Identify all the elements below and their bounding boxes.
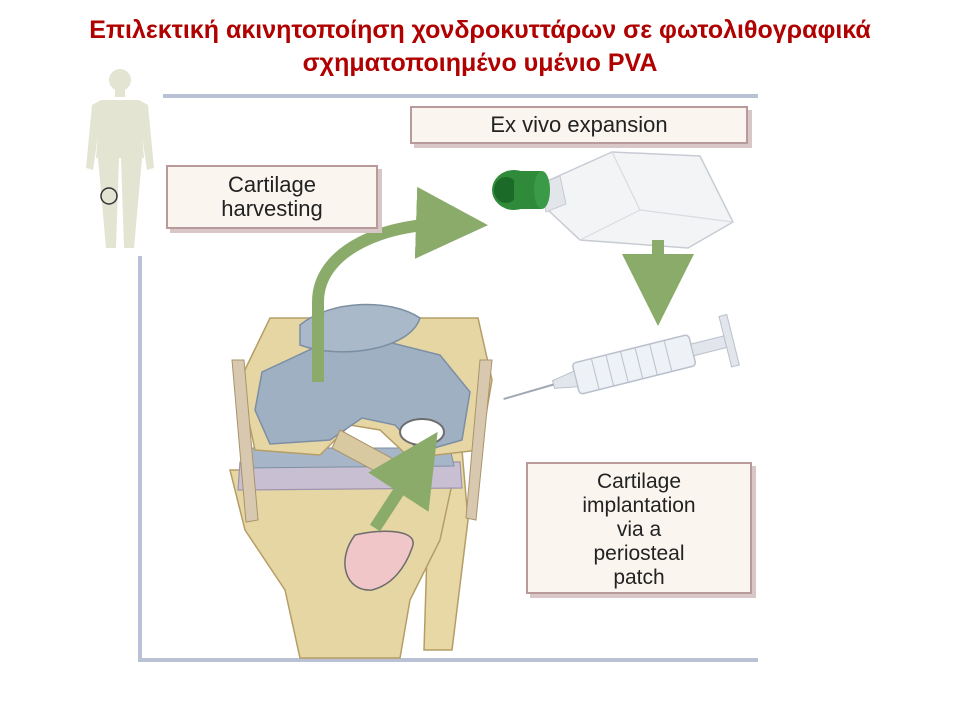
- human-body-icon: [80, 60, 162, 256]
- cartilage-implantation-label: Cartilage implantation via a periosteal …: [526, 462, 752, 594]
- implant-label-line-1: Cartilage: [596, 470, 682, 493]
- syringe-icon: [503, 313, 740, 400]
- implant-label-line-5: patch: [613, 566, 665, 589]
- knee-joint-icon: [229, 303, 493, 659]
- periosteal-patch-icon: [344, 530, 414, 591]
- title-line-1: Επιλεκτική ακινητοποίηση χονδροκυττάρων …: [89, 16, 871, 44]
- culture-flask-icon: [492, 151, 734, 249]
- harvest-label-line-2: harvesting: [221, 196, 323, 221]
- ex-vivo-expansion-label: Ex vivo expansion: [410, 106, 748, 144]
- harvest-label-line-1: Cartilage: [227, 172, 317, 197]
- implant-label-line-2: implantation: [582, 494, 696, 517]
- cartilage-defect: [399, 418, 445, 446]
- implant-label-line-4: periosteal: [593, 542, 685, 565]
- diagram-frame: [138, 94, 758, 662]
- title-line-2: σχηματοποιημένο υμένιο PVA: [302, 49, 658, 77]
- patch-to-defect-arrow: [368, 431, 438, 532]
- harvest-to-expansion-arrow: [312, 186, 488, 382]
- cartilage-harvesting-label: Cartilage harvesting: [166, 165, 378, 229]
- implant-label-line-3: via a: [616, 518, 662, 541]
- slide-title: Επιλεκτική ακινητοποίηση χονδροκυττάρων …: [0, 14, 960, 80]
- harvest-site-marker: [100, 187, 118, 205]
